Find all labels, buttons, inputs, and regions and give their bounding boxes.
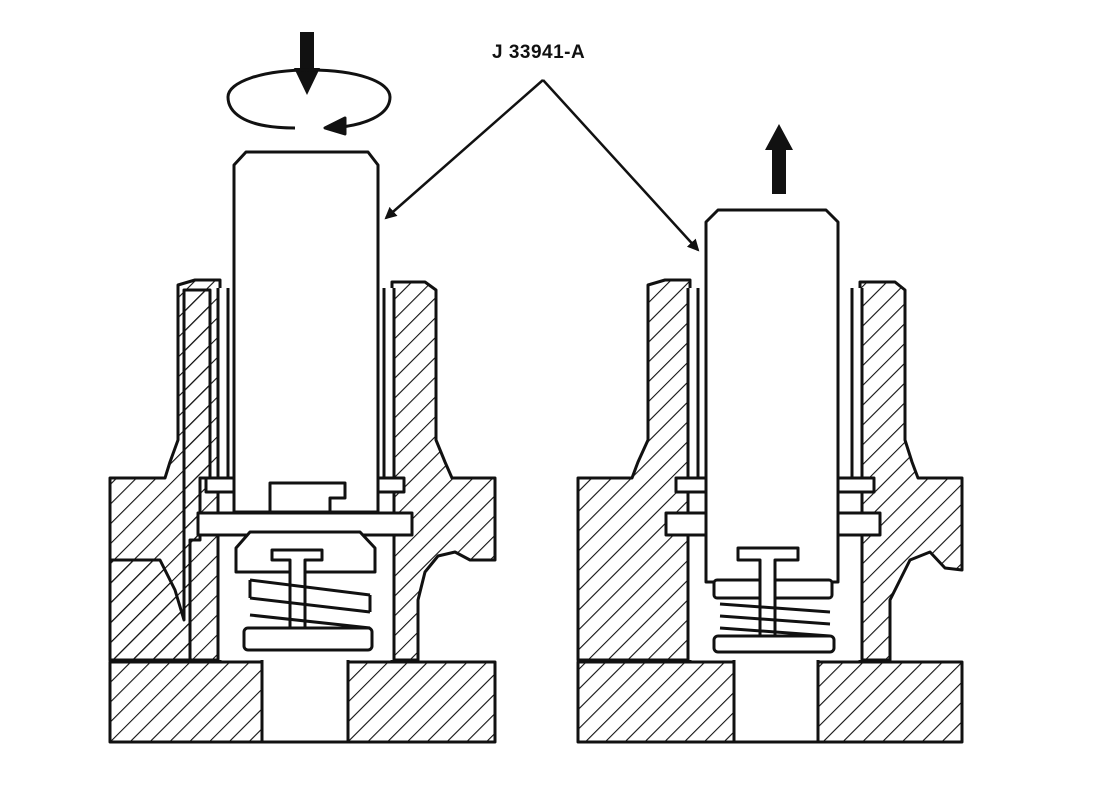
right-lower-block-right [816, 660, 964, 744]
down-arrow-icon [294, 32, 320, 95]
left-lower-block-right [346, 660, 497, 744]
left-valve-stem [260, 652, 350, 744]
right-spring-seat [712, 634, 836, 654]
left-lower-block [108, 660, 264, 744]
left-view [108, 32, 497, 744]
right-view [576, 124, 964, 744]
left-tool-tip [268, 481, 347, 514]
right-cylinder-head [576, 278, 692, 662]
right-tool-body [704, 208, 840, 584]
label-leader-lines [384, 79, 700, 252]
left-spring-seat [242, 626, 374, 652]
left-valve-spring [248, 578, 372, 630]
left-tool-body [232, 150, 380, 514]
left-cylinder-head-right [390, 280, 497, 662]
rotation-arrow-icon [226, 68, 392, 136]
right-lower-block [576, 660, 736, 744]
tool-label: J 33941-A [492, 42, 586, 63]
right-cylinder-head-right [858, 280, 964, 662]
right-valve-stem [732, 652, 820, 744]
up-arrow-icon [765, 124, 793, 194]
